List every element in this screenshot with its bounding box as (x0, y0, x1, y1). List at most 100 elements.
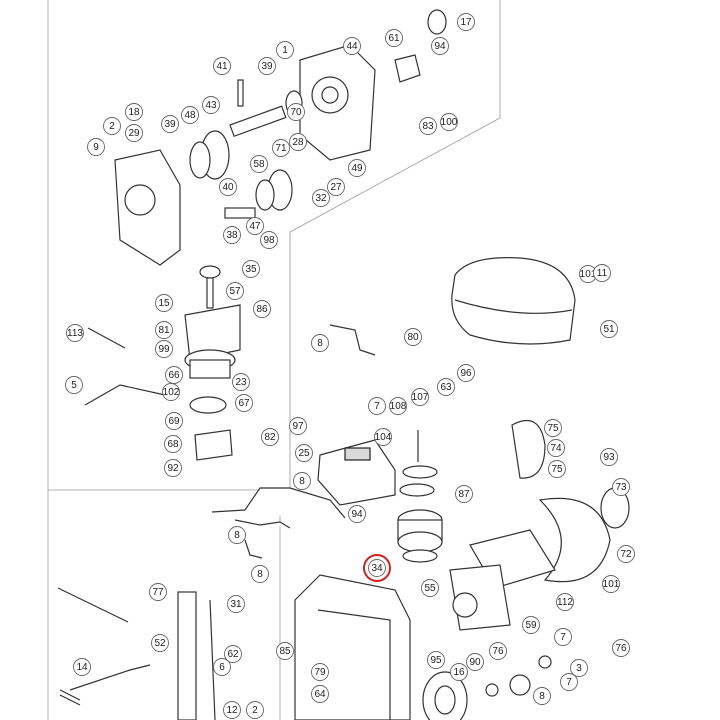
callout-102: 102 (162, 383, 180, 401)
callout-circle (73, 658, 91, 676)
callout-circle (368, 559, 386, 577)
callout-circle (276, 41, 294, 59)
callout-label: 2 (109, 121, 115, 132)
callout-circle (560, 673, 578, 691)
callout-circle (155, 321, 173, 339)
callout-circle (246, 701, 264, 719)
callout-circle (450, 663, 468, 681)
pulley-64 (422, 655, 552, 720)
callout-63: 63 (437, 378, 455, 396)
callout-circle (457, 13, 475, 31)
callout-circle (411, 388, 429, 406)
cover-part-51 (451, 257, 576, 345)
callout-circle (311, 334, 329, 352)
callout-49: 49 (348, 159, 366, 177)
callout-circle (600, 448, 618, 466)
callout-72: 72 (617, 545, 635, 563)
callout-label: 107 (412, 392, 429, 403)
callout-98: 98 (260, 231, 278, 249)
callout-28: 28 (289, 133, 307, 151)
callout-label: 6 (219, 662, 225, 673)
callout-circle (125, 124, 143, 142)
callout-label: 68 (167, 439, 179, 450)
callout-circle (289, 417, 307, 435)
callout-108: 108 (389, 397, 407, 415)
callout-circle (312, 189, 330, 207)
callout-52: 52 (151, 634, 169, 652)
callout-label: 1 (282, 45, 288, 56)
callout-circle (272, 139, 290, 157)
callout-8: 8 (228, 526, 246, 544)
callout-label: 38 (226, 230, 238, 241)
callout-99: 99 (155, 340, 173, 358)
callout-label: 66 (168, 370, 180, 381)
callout-circle (522, 616, 540, 634)
callout-circle (223, 701, 241, 719)
callout-94: 94 (348, 505, 366, 523)
callout-35: 35 (242, 260, 260, 278)
callout-label: 67 (238, 398, 250, 409)
callout-label: 28 (292, 137, 304, 148)
callout-87: 87 (455, 485, 473, 503)
callout-9: 9 (87, 138, 105, 156)
callout-75: 75 (548, 460, 566, 478)
callout-8: 8 (293, 472, 311, 490)
callout-label: 12 (226, 705, 238, 716)
callout-112: 112 (556, 593, 574, 611)
callout-77: 77 (149, 583, 167, 601)
callout-label: 58 (253, 159, 265, 170)
gearbox-assembly (114, 9, 447, 266)
callout-label: 39 (164, 119, 176, 130)
callout-circle (219, 178, 237, 196)
callout-2: 2 (246, 701, 264, 719)
callout-label: 82 (264, 432, 276, 443)
callout-circle (164, 459, 182, 477)
callout-27: 27 (327, 178, 345, 196)
callout-circle (246, 217, 264, 235)
callout-58: 58 (250, 155, 268, 173)
callout-92: 92 (164, 459, 182, 477)
callout-label: 8 (299, 476, 305, 487)
callout-label: 7 (566, 677, 572, 688)
callout-circle (162, 383, 180, 401)
callout-40: 40 (219, 178, 237, 196)
callout-label: 77 (152, 587, 164, 598)
callout-label: 40 (222, 182, 234, 193)
callout-label: 64 (314, 689, 326, 700)
callout-label: 108 (390, 401, 407, 412)
callout-8: 8 (251, 565, 269, 583)
callout-circle (232, 373, 250, 391)
callout-18: 18 (125, 103, 143, 121)
section-frame (47, 0, 501, 720)
callout-label: 90 (469, 657, 481, 668)
callout-label: 3 (576, 663, 582, 674)
callout-circle (547, 439, 565, 457)
callout-67: 67 (235, 394, 253, 412)
callout-circle (311, 663, 329, 681)
callout-31: 31 (227, 595, 245, 613)
callout-circle (348, 159, 366, 177)
callout-label: 81 (158, 325, 170, 336)
callout-circle (389, 397, 407, 415)
callout-circle (164, 435, 182, 453)
callout-97: 97 (289, 417, 307, 435)
callout-circle (228, 526, 246, 544)
callout-label: 35 (245, 264, 257, 275)
callout-label: 62 (227, 649, 239, 660)
callout-circle (343, 37, 361, 55)
motor-assembly (84, 265, 241, 461)
callout-80: 80 (404, 328, 422, 346)
callout-17: 17 (457, 13, 475, 31)
callout-circle (385, 29, 403, 47)
spool-87 (397, 430, 443, 563)
callout-51: 51 (600, 320, 618, 338)
callout-label: 14 (76, 662, 88, 673)
callout-circle (440, 113, 458, 131)
callout-circle (427, 651, 445, 669)
callout-57: 57 (226, 282, 244, 300)
callout-circle (242, 260, 260, 278)
callout-90: 90 (466, 653, 484, 671)
callout-34: 34 (368, 559, 386, 577)
callout-circle (404, 328, 422, 346)
callout-113: 113 (66, 324, 84, 342)
